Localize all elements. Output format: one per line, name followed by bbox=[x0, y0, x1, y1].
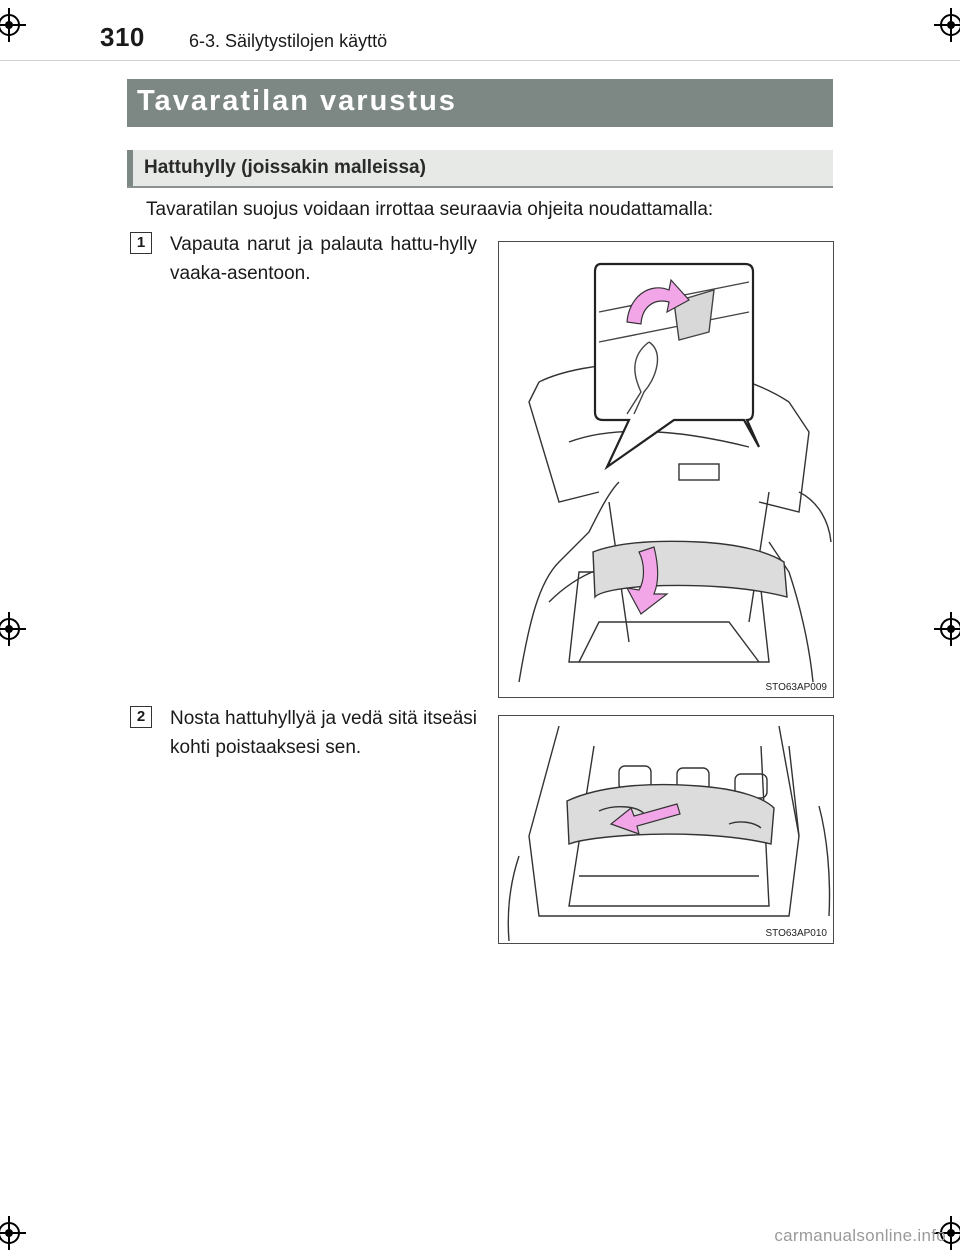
figure-code: STO63AP010 bbox=[765, 928, 827, 939]
figure-code: STO63AP009 bbox=[765, 682, 827, 693]
registration-mark-icon bbox=[934, 612, 960, 646]
step-text: Vapauta narut ja palauta hattu-hylly vaa… bbox=[170, 234, 477, 284]
subheading: Hattuhylly (joissakin malleissa) bbox=[144, 157, 426, 178]
header-divider bbox=[0, 60, 960, 61]
figure-release-strings: STO63AP009 bbox=[498, 241, 834, 698]
page-title: Tavaratilan varustus bbox=[137, 85, 457, 117]
registration-mark-icon bbox=[0, 612, 26, 646]
section-label: 6-3. Säilytystilojen käyttö bbox=[189, 31, 388, 51]
step-text: Nosta hattuhyllyä ja vedä sitä itseäsi k… bbox=[170, 708, 477, 758]
registration-mark-icon bbox=[0, 8, 26, 42]
subheading-bar: Hattuhylly (joissakin malleissa) bbox=[127, 150, 833, 188]
watermark: carmanualsonline.info bbox=[774, 1226, 946, 1245]
registration-mark-icon bbox=[934, 1216, 960, 1250]
figure-remove-shelf: STO63AP010 bbox=[498, 715, 834, 944]
page-number: 310 bbox=[100, 22, 145, 52]
car-trunk-illustration bbox=[518, 262, 832, 683]
registration-mark-icon bbox=[0, 1216, 26, 1250]
page-title-bar: Tavaratilan varustus bbox=[127, 79, 833, 127]
step-number-badge: 2 bbox=[130, 706, 152, 728]
car-trunk-illustration bbox=[507, 725, 831, 942]
step-number-badge: 1 bbox=[130, 232, 152, 254]
registration-mark-icon bbox=[934, 8, 960, 42]
intro-text: Tavaratilan suojus voidaan irrottaa seur… bbox=[146, 199, 714, 220]
